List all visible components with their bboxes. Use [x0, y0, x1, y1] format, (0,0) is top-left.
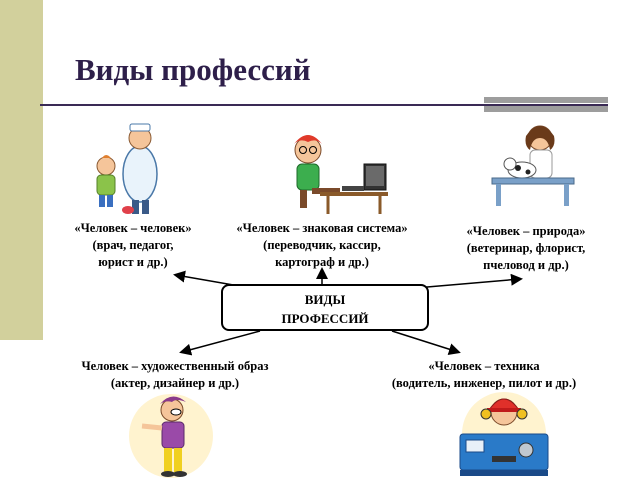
category-art-name: Человек – художественный образ	[81, 359, 269, 373]
category-technics: «Человек – техника (водитель, инженер, п…	[374, 358, 594, 392]
center-box: ВИДЫ ПРОФЕССИЙ	[221, 284, 429, 331]
center-box-line1: ВИДЫ	[304, 292, 346, 307]
center-box-line2: ПРОФЕССИЙ	[281, 311, 369, 326]
arrow-to-technics	[391, 330, 461, 355]
slide-title: Виды профессий	[75, 52, 311, 87]
category-nature-examples-1: (ветеринар, флорист,	[466, 241, 586, 255]
category-art: Человек – художественный образ (актер, д…	[60, 358, 290, 392]
category-sign-system-examples-1: (переводчик, кассир,	[263, 238, 381, 252]
category-nature-name: «Человек – природа»	[466, 224, 586, 238]
left-accent-band	[0, 0, 43, 340]
doctor-with-child-icon	[96, 123, 158, 214]
category-art-examples: (актер, дизайнер и др.)	[110, 376, 240, 390]
category-sign-system-name: «Человек – знаковая система»	[236, 221, 408, 235]
category-technics-examples: (водитель, инженер, пилот и др.)	[391, 376, 577, 390]
category-sign-system: «Человек – знаковая система» (переводчик…	[224, 220, 420, 271]
category-sign-system-examples-2: картограф и др.)	[275, 255, 369, 269]
veterinarian-with-dog-icon	[491, 125, 575, 206]
engineer-at-machine-icon	[459, 392, 549, 476]
arrow-to-art	[179, 330, 261, 356]
category-human-human-examples-2: юрист и др.)	[98, 255, 168, 269]
woman-at-computer-icon	[294, 135, 388, 214]
category-technics-name: «Человек – техника	[428, 359, 540, 373]
title-underline	[40, 104, 608, 106]
decor-bar-top	[484, 97, 608, 103]
actor-icon	[129, 394, 213, 478]
category-nature-examples-2: пчеловод и др.)	[483, 258, 569, 272]
decor-bar-bottom	[484, 106, 608, 112]
category-human-human-name: «Человек – человек»	[74, 221, 192, 235]
category-human-human: «Человек – человек» (врач, педагог, юрис…	[63, 220, 203, 271]
category-nature: «Человек – природа» (ветеринар, флорист,…	[452, 223, 600, 274]
category-human-human-examples-1: (врач, педагог,	[92, 238, 174, 252]
